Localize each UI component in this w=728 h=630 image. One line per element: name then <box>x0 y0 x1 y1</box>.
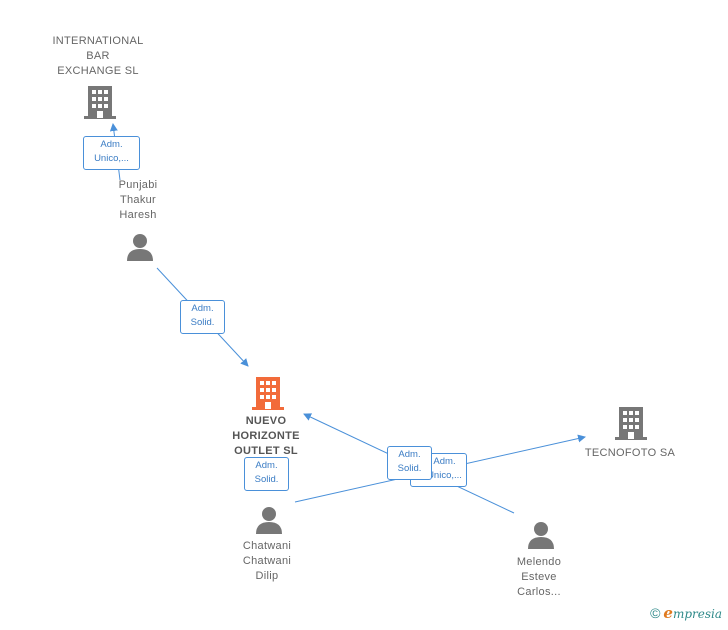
role-line: Unico,... <box>427 470 462 481</box>
company-label-nuevo-horizonte[interactable]: NUEVO HORIZONTE OUTLET SL <box>216 414 316 459</box>
role-badge-chatwani-nuevo[interactable]: Adm. Solid. <box>244 457 289 491</box>
name-line: Chatwani <box>242 555 292 567</box>
name-line: Thakur <box>119 194 157 206</box>
building-icon[interactable] <box>84 84 116 120</box>
role-badge-punjabi-nuevo[interactable]: Adm. Solid. <box>180 300 225 334</box>
name-line: BAR <box>86 50 110 62</box>
person-icon[interactable] <box>254 505 284 535</box>
name-line: INTERNATIONAL <box>52 35 144 47</box>
role-line: Adm. <box>100 139 123 150</box>
role-line: Solid. <box>254 474 279 485</box>
building-icon[interactable] <box>252 375 284 411</box>
name-line: Dilip <box>255 570 279 582</box>
role-line: Solid. <box>397 463 422 474</box>
role-line: Adm. <box>433 456 456 467</box>
name-line: Melendo <box>516 556 562 568</box>
name-line: OUTLET SL <box>234 445 298 457</box>
role-line: Solid. <box>190 317 215 328</box>
name-line: TECNOFOTO SA <box>584 447 676 459</box>
name-line: Esteve <box>521 571 557 583</box>
name-line: Punjabi <box>118 179 158 191</box>
building-icon[interactable] <box>615 405 647 441</box>
brand-initial: e <box>663 604 673 622</box>
name-line: HORIZONTE <box>232 430 300 442</box>
company-label-international-bar[interactable]: INTERNATIONAL BAR EXCHANGE SL <box>40 34 156 79</box>
role-line: Adm. <box>398 449 421 460</box>
name-line: NUEVO <box>245 415 287 427</box>
brand-name: mpresia <box>672 607 722 621</box>
brand-logo: ©empresia <box>650 604 722 622</box>
name-line: EXCHANGE SL <box>57 65 139 77</box>
role-line: Adm. <box>191 303 214 314</box>
role-badge-punjabi-ibar[interactable]: Adm. Unico,... <box>83 136 140 170</box>
role-badge-melendo-nuevo[interactable]: Adm. Solid. <box>387 446 432 480</box>
name-line: Haresh <box>119 209 157 221</box>
person-label-punjabi[interactable]: Punjabi Thakur Haresh <box>100 178 176 223</box>
role-line: Adm. <box>255 460 278 471</box>
name-line: Carlos... <box>517 586 561 598</box>
company-label-tecnofoto[interactable]: TECNOFOTO SA <box>576 446 684 461</box>
person-icon[interactable] <box>125 232 155 262</box>
copyright-symbol: © <box>650 605 661 621</box>
person-label-melendo[interactable]: Melendo Esteve Carlos... <box>498 555 580 600</box>
role-line: Unico,... <box>94 153 129 164</box>
person-label-chatwani[interactable]: Chatwani Chatwani Dilip <box>226 539 308 584</box>
name-line: Chatwani <box>242 540 292 552</box>
person-icon[interactable] <box>526 520 556 550</box>
